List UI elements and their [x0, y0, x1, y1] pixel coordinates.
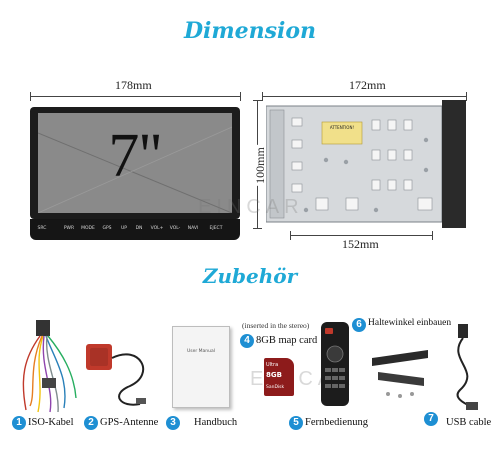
- manual-cover-title: User Manual: [186, 349, 216, 354]
- accessory-6-label: Haltewinkel einbauen: [368, 318, 452, 328]
- sd-card-image: Ultra 8GB SanDisk: [264, 358, 294, 396]
- depth-tick-right: [432, 231, 433, 240]
- iso-cable-image: [22, 320, 77, 413]
- sd-card-line: Ultra: [266, 362, 279, 368]
- gps-antenna-image: [86, 344, 146, 406]
- accessory-1-number: 1: [12, 416, 26, 430]
- touch-screen: 7'': [38, 113, 232, 213]
- front-button-bar: SRC PWR MODE GPS UP DN VOL+ VOL- NAVI EJ…: [30, 219, 240, 240]
- up-button[interactable]: UP: [120, 226, 127, 231]
- mode-button[interactable]: MODE: [81, 226, 95, 231]
- depth-label: 152mm: [342, 237, 379, 251]
- navi-button[interactable]: NAVI: [187, 226, 199, 231]
- screen-bezel: 7'': [30, 107, 240, 219]
- accessory-1-label: ISO-Kabel: [28, 417, 74, 428]
- volume-down-button[interactable]: VOL-: [169, 226, 181, 231]
- stereo-front-view: 7'' SRC PWR MODE GPS UP DN VOL+ VOL- NAV…: [30, 107, 240, 240]
- accessory-7-number: 7: [424, 412, 438, 426]
- height-tick-bottom: [253, 228, 262, 229]
- accessory-3-number: 3: [166, 416, 180, 430]
- front-width-tick-right: [240, 92, 241, 101]
- down-button[interactable]: DN: [135, 226, 143, 231]
- accessory-4-label: 8GB map card: [256, 335, 318, 346]
- sd-card-brand: SanDisk: [266, 385, 285, 390]
- top-width-tick-right: [466, 92, 467, 101]
- dimension-title: Dimension: [183, 18, 317, 44]
- src-button[interactable]: SRC: [37, 226, 47, 231]
- accessories-title: Zubehör: [202, 264, 298, 288]
- front-width-label: 178mm: [112, 78, 155, 93]
- sd-card-capacity: 8GB: [266, 371, 282, 379]
- top-width-label: 172mm: [346, 78, 389, 93]
- accessory-3-label: Handbuch: [194, 417, 238, 428]
- accessory-5-number: 5: [289, 416, 303, 430]
- screen-reflection: [38, 126, 232, 213]
- gps-button[interactable]: GPS: [102, 226, 112, 231]
- power-button[interactable]: PWR: [63, 226, 75, 231]
- usb-cable-image: [456, 324, 478, 410]
- accessory-5-label: Fernbedienung: [305, 417, 368, 428]
- accessory-6-number: 6: [352, 318, 366, 332]
- front-width-arrow: [30, 96, 240, 97]
- stereo-chassis-view: ATTENTION!: [265, 100, 466, 228]
- chassis-drawing: [265, 100, 466, 228]
- mounting-bracket-image: [372, 350, 428, 398]
- accessory-2-number: 2: [84, 416, 98, 430]
- watermark-top: EINCAR: [198, 196, 304, 218]
- eject-button[interactable]: EJECT: [209, 226, 223, 231]
- remote-control-image: [321, 322, 349, 406]
- accessory-2-label: GPS-Antenne: [100, 417, 159, 428]
- volume-up-button[interactable]: VOL+: [150, 226, 164, 231]
- accessory-4-note: (inserted in the stereo): [242, 321, 310, 330]
- accessory-7-label: USB cable: [446, 417, 492, 428]
- warning-sticker: ATTENTION!: [329, 125, 355, 130]
- depth-arrow: [290, 235, 432, 236]
- screen-size-label: 7'': [108, 122, 162, 190]
- accessory-4-number: 4: [240, 334, 254, 348]
- user-manual-image: User Manual: [172, 326, 230, 408]
- top-width-arrow: [262, 96, 466, 97]
